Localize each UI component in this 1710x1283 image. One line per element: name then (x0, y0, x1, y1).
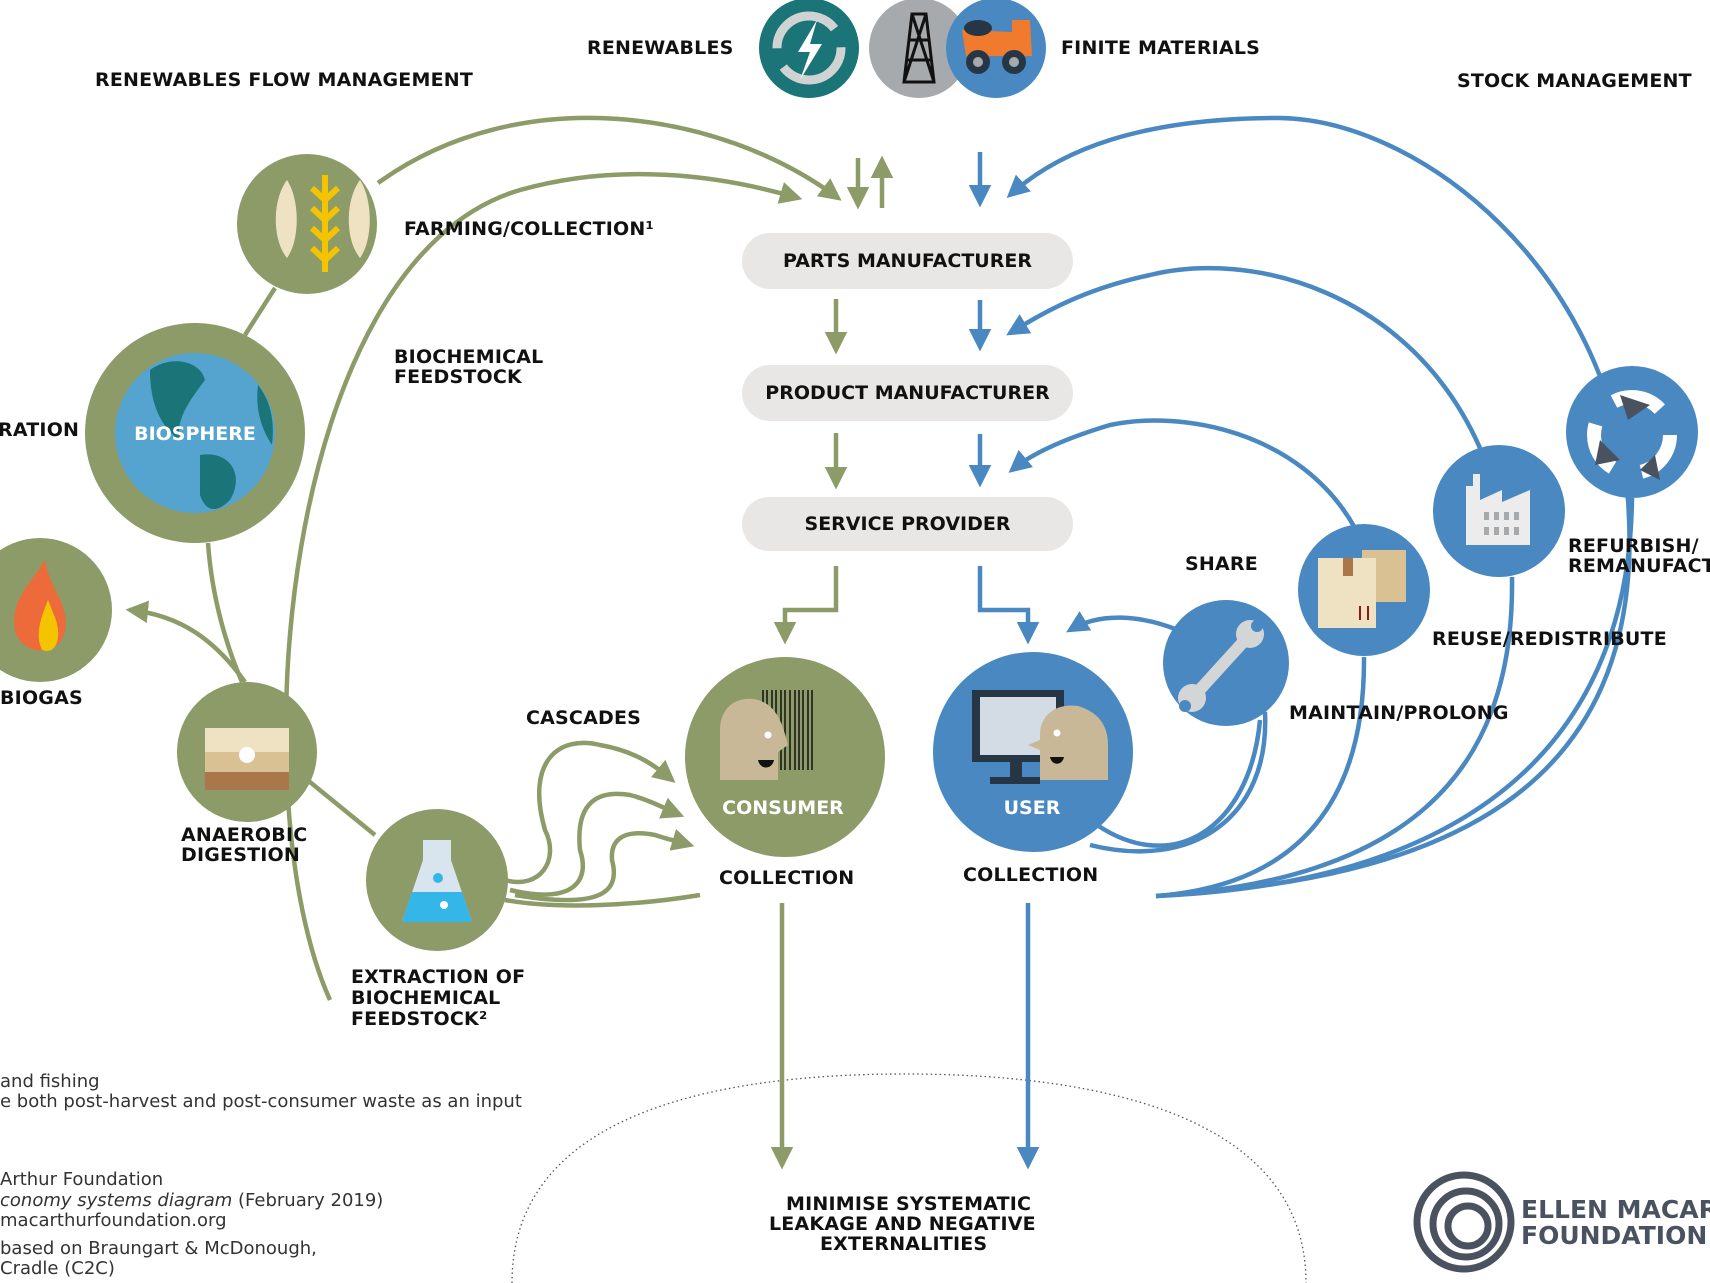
farming-to-parts-arrow (376, 115, 842, 201)
factory-to-product-arrow (1006, 265, 1483, 449)
extraction-label-1: EXTRACTION OF (351, 966, 526, 988)
product-manufacturer-box[interactable]: PRODUCT MANUFACTURER (742, 365, 1073, 421)
recycle-ring-down (1155, 497, 1635, 899)
stock-management-title: STOCK MANAGEMENT (1457, 70, 1692, 92)
source-line-3[interactable]: macarthurfoundation.org (0, 1210, 227, 1231)
anaerobic-digestion-label-2: DIGESTION (181, 844, 300, 866)
wrench-icon (1163, 600, 1289, 726)
wrench-loop (1089, 711, 1268, 854)
boxes-to-service-arrow (1008, 418, 1357, 530)
biosphere-label: BIOSPHERE (134, 423, 256, 445)
biogas-label: BIOGAS (0, 687, 83, 709)
source-line-2: conomy systems diagram (February 2019) (0, 1190, 383, 1211)
user-collection-label: COLLECTION (963, 864, 1099, 886)
foundation-logo-icon (1413, 1171, 1515, 1273)
boxes-icon (1298, 524, 1430, 656)
source-line-5: Cradle (C2C) (0, 1258, 115, 1279)
renewable-energy-icon (759, 0, 859, 98)
renewables-label: RENEWABLES (587, 37, 734, 59)
source-line-4: based on Braungart & McDonough, (0, 1238, 317, 1259)
extraction-to-collection-line (504, 892, 701, 908)
cascade-inner (514, 829, 695, 903)
anaerobic-to-extraction-line (303, 776, 377, 837)
leakage-label-3: EXTERNALITIES (820, 1233, 988, 1255)
anaerobic-to-biogas-arrow (125, 600, 247, 684)
consumer-label: CONSUMER (722, 797, 844, 819)
cascade-outer (504, 740, 676, 885)
service-provider-box[interactable]: SERVICE PROVIDER (742, 497, 1073, 551)
biosphere-to-farming-line (243, 286, 277, 337)
finite-materials-label: FINITE MATERIALS (1061, 37, 1261, 59)
maintain-prolong-label: MAINTAIN/PROLONG (1289, 702, 1509, 724)
source-line-2-italic: conomy systems diagram (0, 1190, 233, 1211)
share-label: SHARE (1185, 553, 1258, 575)
regeneration-label: RATION (0, 419, 80, 441)
user-icon (933, 652, 1133, 852)
biogas-icon (0, 538, 112, 682)
consumer-collection-label: COLLECTION (719, 867, 855, 889)
factory-loop (1155, 576, 1515, 899)
logo-line-1: ELLEN MACAR (1521, 1195, 1710, 1224)
cascades-label: CASCADES (526, 707, 642, 729)
extraction-label-3: FEEDSTOCK² (351, 1008, 488, 1030)
renewables-flow-management-title: RENEWABLES FLOW MANAGEMENT (95, 69, 474, 91)
leakage-label-1: MINIMISE SYSTEMATIC (786, 1193, 1032, 1215)
biosphere-icon (85, 323, 305, 543)
reuse-redistribute-label: REUSE/REDISTRIBUTE (1432, 628, 1667, 650)
factory-icon (1433, 445, 1565, 577)
extraction-label-2: BIOCHEMICAL (351, 987, 501, 1009)
service-to-consumer-arrow (773, 566, 839, 645)
footnote-2: e both post-harvest and post-consumer wa… (0, 1091, 522, 1112)
source-line-1: Arthur Foundation (0, 1169, 164, 1190)
biochemical-feedstock-label-1: BIOCHEMICAL (394, 346, 544, 368)
refurbish-loop (1006, 115, 1632, 899)
source-line-2-rest: (February 2019) (232, 1190, 384, 1211)
consumer-icon (685, 657, 885, 857)
logo-line-2: FOUNDATION (1521, 1221, 1708, 1250)
user-label: USER (1003, 797, 1061, 819)
biosphere-to-anaerobic-line (205, 542, 245, 683)
boxes-loop (1155, 656, 1367, 899)
anaerobic-digestion-icon (177, 682, 317, 822)
farming-collection-label: FARMING/COLLECTION¹ (404, 218, 654, 240)
wrench-to-user-arrow (1066, 611, 1179, 633)
anaerobic-digestion-label-1: ANAEROBIC (181, 824, 308, 846)
leakage-boundary-arc (511, 1073, 1307, 1283)
cascade-middle (509, 791, 685, 897)
footnote-1: and fishing (0, 1071, 100, 1092)
oil-rig-icon (869, 0, 969, 98)
leakage-label-2: LEAKAGE AND NEGATIVE (769, 1213, 1036, 1235)
recycle-icon (1566, 366, 1698, 498)
extraction-flask-icon (366, 809, 508, 951)
biochemical-feedstock-label-2: FEEDSTOCK (394, 366, 522, 388)
user-share-loop (1088, 719, 1263, 848)
refurbish-label-1: REFURBISH/ (1568, 535, 1699, 557)
refurbish-label-2: REMANUFACT (1568, 555, 1710, 577)
parts-manufacturer-box[interactable]: PARTS MANUFACTURER (742, 233, 1073, 289)
service-to-user-arrow (977, 566, 1040, 645)
mining-truck-icon (946, 0, 1046, 98)
farming-icon (237, 154, 377, 294)
